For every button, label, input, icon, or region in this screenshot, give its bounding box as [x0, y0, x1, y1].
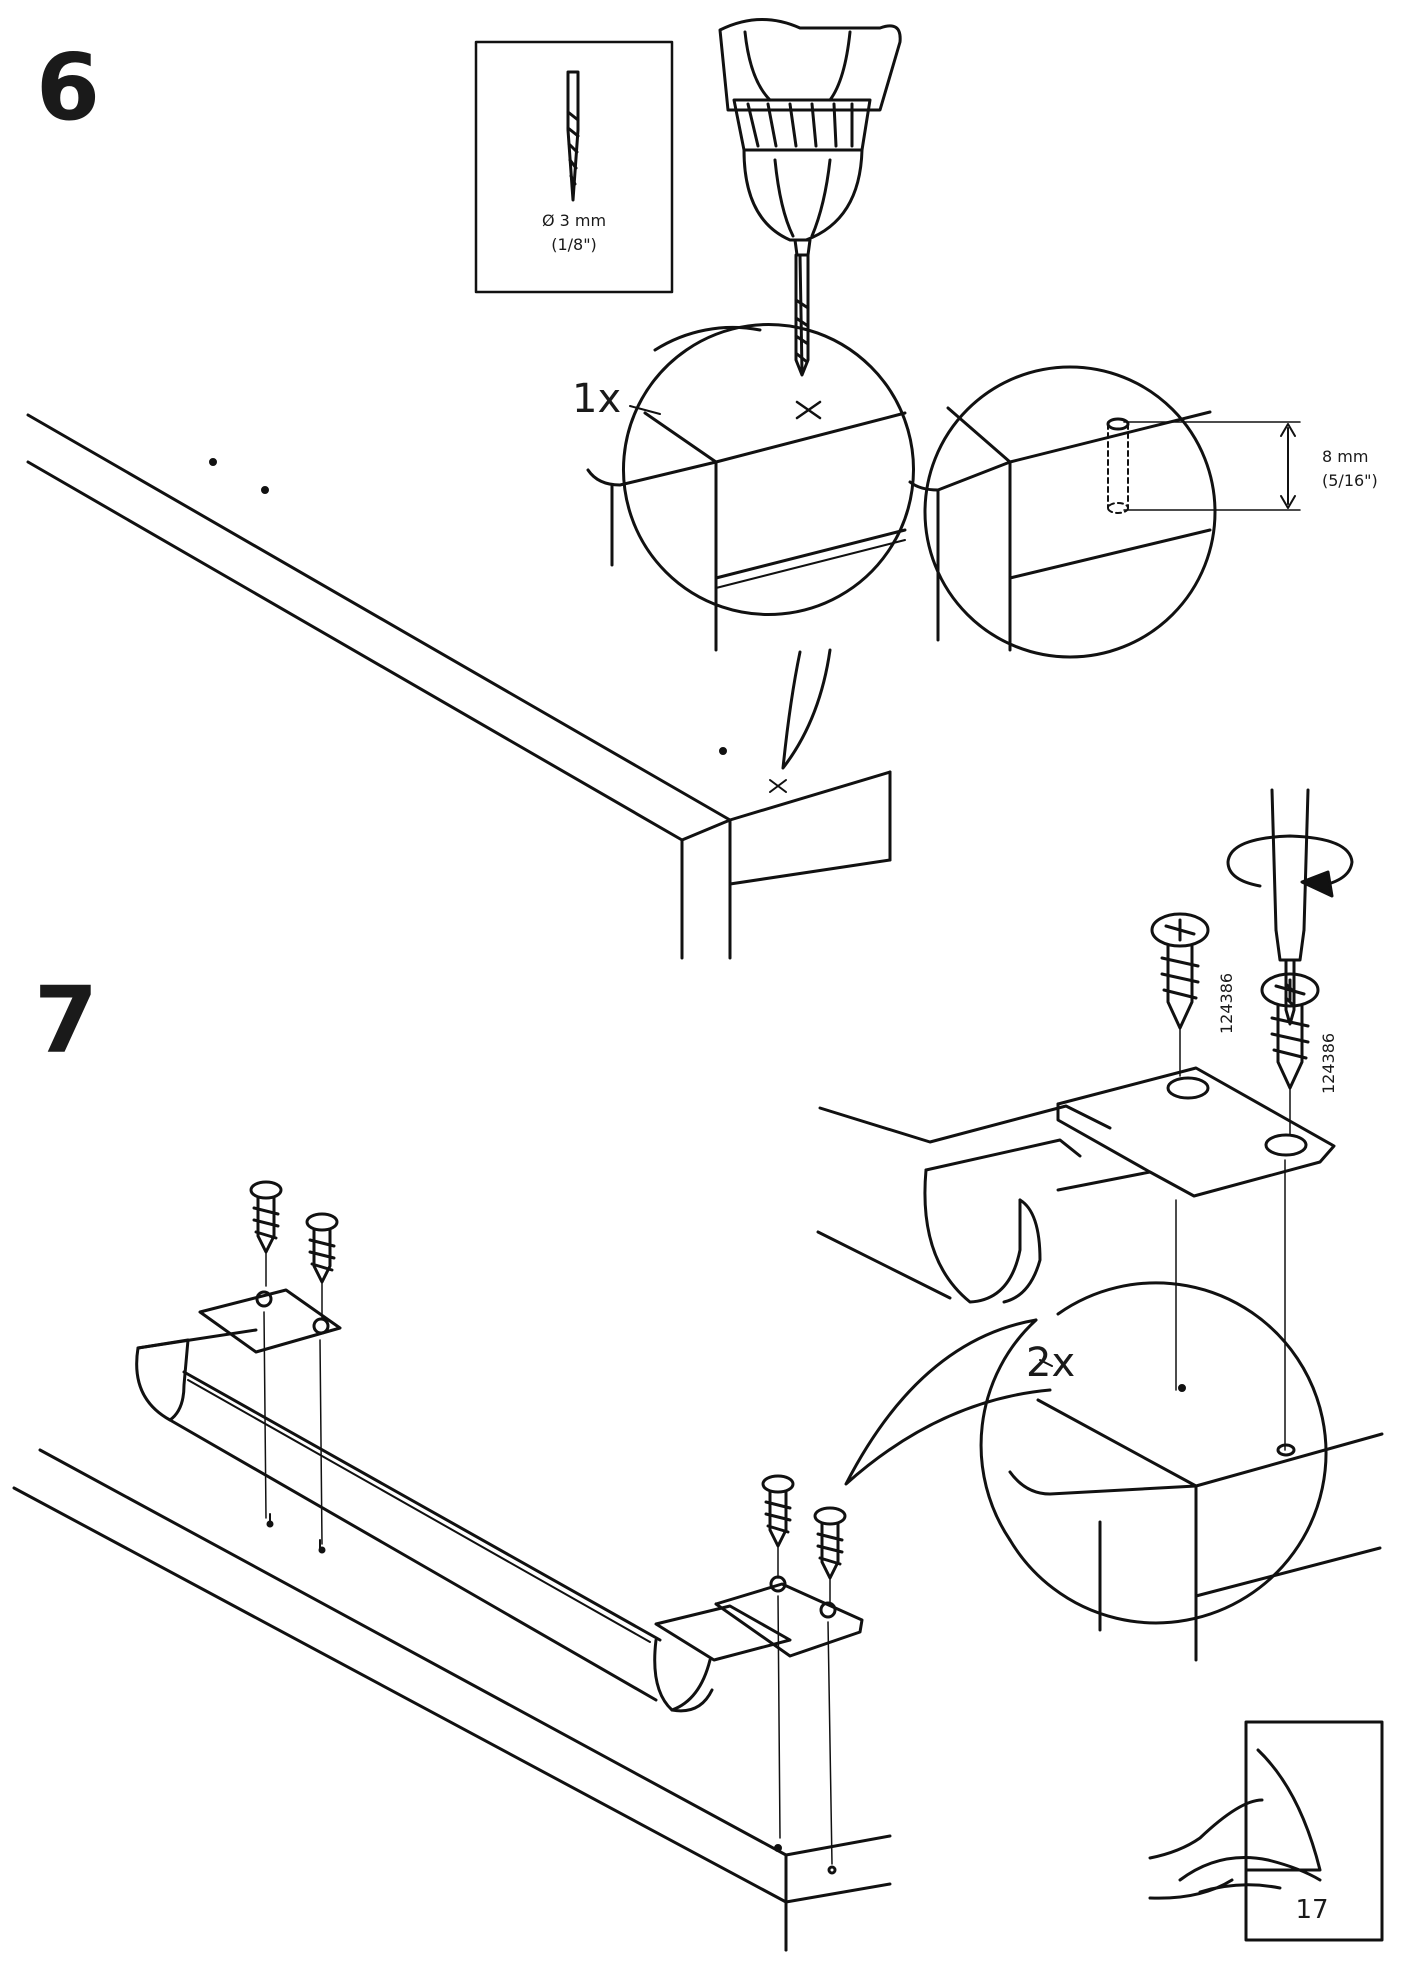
screwdriver-icon	[1270, 788, 1310, 1026]
step-6-number: 6	[36, 34, 101, 141]
bracket-detail	[816, 1066, 1336, 1451]
step-6-quantity: 1x	[572, 376, 621, 422]
drill-bit-size: Ø 3 mm	[542, 211, 606, 230]
step-7-quantity: 2x	[1026, 1340, 1075, 1386]
drill-bit-size-imperial: (1/8")	[551, 235, 597, 254]
drill-bit-inset: Ø 3 mm (1/8")	[474, 40, 674, 294]
page-number: 17	[1295, 1895, 1328, 1925]
hole-depth-imperial: (5/16")	[1322, 471, 1378, 490]
towel-rail	[135, 1288, 864, 1865]
drill-icon	[718, 18, 902, 377]
magnifier-drill-position: 1x	[572, 323, 915, 770]
screw-part-number-2: 124386	[1319, 1033, 1338, 1094]
hole-depth-metric: 8 mm	[1322, 447, 1368, 466]
large-screw-icon	[1150, 912, 1320, 1135]
rotation-arrow-icon	[1226, 834, 1354, 898]
screw-part-number-1: 124386	[1217, 973, 1236, 1034]
magnifier-hole-depth: 8 mm (5/16")	[908, 365, 1378, 659]
cabinet-top-step7	[12, 1448, 892, 1952]
magnifier-screw-holes: 2x	[844, 1281, 1384, 1662]
step-7-number: 7	[34, 967, 99, 1074]
drill-bit-icon	[566, 70, 580, 202]
screw-icon	[249, 1180, 847, 1605]
page-turn-hand-icon	[1148, 1720, 1384, 1942]
cabinet-top-step6	[26, 413, 892, 960]
